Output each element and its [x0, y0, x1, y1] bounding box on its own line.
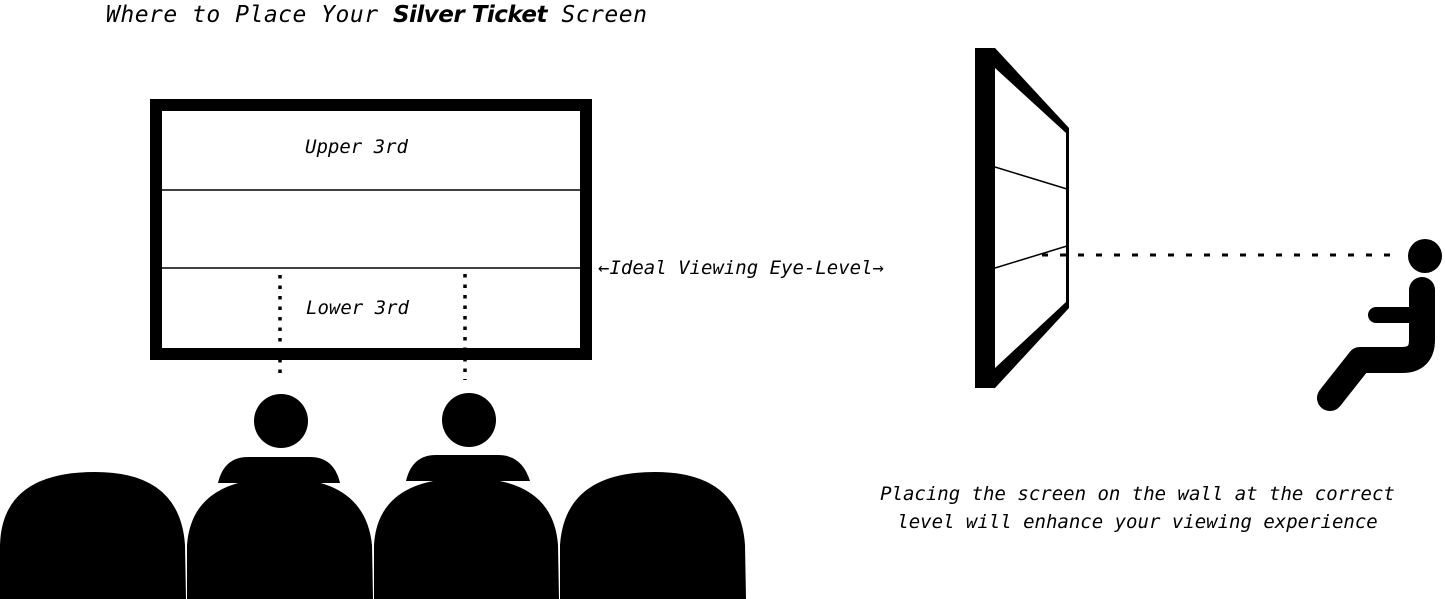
viewer-shoulders — [218, 455, 530, 483]
lower-third-label: Lower 3rd — [306, 297, 409, 319]
sightline-dotted-front — [278, 274, 467, 380]
upper-third-label: Upper 3rd — [305, 136, 408, 158]
eye-level-label: ←Ideal Viewing Eye-Level→ — [598, 257, 884, 279]
caption-line-2: level will enhance your viewing experien… — [897, 511, 1378, 533]
title-suffix: Screen — [547, 2, 648, 28]
audience-seats-icon — [0, 472, 746, 599]
front-screen-icon — [150, 99, 592, 360]
page-title: Where to Place Your Silver Ticket Screen — [106, 2, 647, 28]
caption-line-1: Placing the screen on the wall at the co… — [880, 483, 1395, 505]
brand-name: Silver Ticket — [392, 2, 548, 28]
seated-viewer-icon — [1317, 239, 1442, 411]
viewer-head-icon — [254, 393, 496, 448]
side-screen-icon — [975, 48, 1069, 388]
title-prefix: Where to Place Your — [106, 2, 393, 28]
caption: Placing the screen on the wall at the co… — [830, 480, 1445, 536]
